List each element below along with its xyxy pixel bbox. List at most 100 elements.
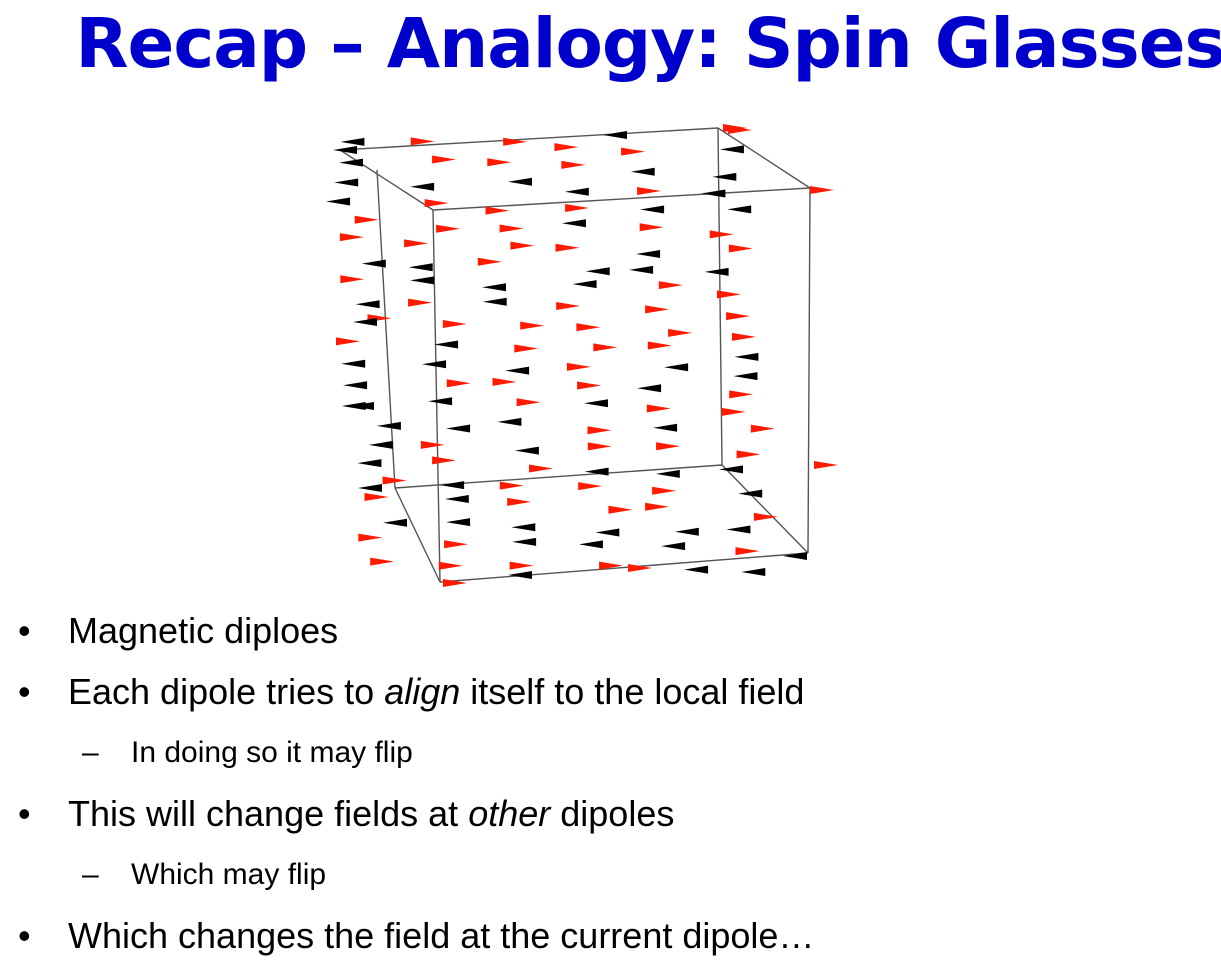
spin-arrow-left [578,540,603,549]
lattice-edge [807,187,811,554]
spin-arrow-right [750,424,775,433]
spin-arrow-right [510,241,535,250]
spin-arrow-right [726,312,751,321]
spin-arrow-right [668,328,693,337]
spin-arrow-left [664,363,689,372]
spin-arrow-left [640,205,665,214]
spin-arrow-right [723,124,747,132]
spin-arrow-right [810,186,834,194]
spin-arrow-left [734,352,759,361]
spin-arrow-left [361,259,386,268]
spin-arrow-left [326,197,351,206]
spin-arrow-left [741,568,766,576]
spin-arrow-right [358,533,383,542]
spin-arrow-right [444,540,469,549]
spin-arrow-right [442,320,467,328]
spin-arrow-right [446,379,471,388]
spin-arrow-left [497,417,522,426]
spin-arrow-right [499,481,524,490]
spin-arrow-left [446,424,471,433]
spin-arrow-left [383,518,407,527]
spin-arrow-right [593,343,618,352]
spin-arrow-right [736,450,761,459]
lattice-edge [394,487,441,583]
spin-arrow-right [735,547,760,556]
spin-arrow-left [629,265,654,274]
spin-arrow-right [485,206,510,215]
spin-arrow-right [587,442,612,451]
spin-arrow-left [783,552,807,560]
spin-arrow-right [529,464,553,473]
spin-arrow-right [492,377,517,386]
dash-marker: – [82,736,99,769]
spin-arrow-right [432,155,457,164]
spin-arrow-right [382,476,407,485]
spin-arrow-right [370,557,395,566]
spin-arrow-right [404,239,429,248]
spin-arrow-left [334,178,359,187]
spin-arrow-right [652,486,677,495]
spin-arrow-left [358,484,382,492]
spin-arrow-left [333,146,357,154]
spin-arrow-left [684,565,709,574]
spin-glass-lattice-figure [326,124,838,587]
spin-arrow-right [336,337,360,346]
spin-arrow-right [637,187,662,195]
dash-marker: – [82,858,99,891]
spin-arrow-left [350,402,374,410]
bullet-marker: • [18,610,31,651]
spin-arrow-right [443,579,467,587]
spin-arrow-left [355,300,380,309]
spin-arrow-right [621,147,646,156]
spin-arrow-left [368,440,393,449]
spin-arrow-left [719,145,744,154]
spin-arrow-right [509,561,534,570]
spin-arrow-right [516,398,541,407]
spin-arrow-left [446,518,471,527]
spin-arrow-left [719,465,743,474]
spin-arrow-left [422,360,447,369]
spin-arrow-left [410,276,435,285]
spin-arrow-left [343,381,368,390]
spin-arrow-right [646,404,671,413]
spin-arrow-left [482,297,507,306]
spin-arrow-left [444,495,469,503]
spin-arrow-right [438,561,463,570]
spin-arrow-left [636,250,661,258]
spin-arrow-left [701,189,726,198]
spin-arrow-right [420,440,445,449]
spin-arrow-left [726,525,751,534]
spin-arrow-right [709,230,734,239]
bullet-text: itself to the local field [460,671,805,712]
spin-arrow-left [630,167,655,176]
spin-arrow-right [432,456,457,465]
bullet-text: This will change fields at [68,793,469,834]
bullet-text: Each dipole tries to [68,671,385,712]
bullet-text: Magnetic diploes [68,610,339,651]
spin-arrow-right [554,143,579,152]
spin-arrow-right [753,512,778,521]
spin-arrow-right [639,223,664,232]
spin-arrow-right [410,137,435,146]
spin-arrow-left [564,187,589,196]
spin-arrow-right [731,332,756,341]
spin-arrow-right [656,442,681,451]
spin-arrow-left [733,372,758,381]
spin-arrow-left [340,137,365,146]
lattice-edge [339,127,719,151]
bullet-marker: • [18,671,31,712]
bullet-item: • Magnetic diploes [18,600,1208,661]
spin-arrow-right [503,137,528,146]
spin-arrow-right [477,257,502,266]
lattice-edge [721,464,809,554]
spin-arrow-right [340,275,365,284]
spin-arrow-left [508,177,532,186]
spin-arrow-left [512,537,537,546]
spin-arrow-left [508,571,532,579]
spin-arrow-left [584,467,609,476]
spin-arrow-left [738,489,763,498]
spin-arrow-right [717,290,741,299]
bullet-item: •Which changes the field at the current … [18,905,1208,966]
slide-title: Recap – Analogy: Spin Glasses [75,4,1221,84]
emphasis-text: align [384,671,461,712]
